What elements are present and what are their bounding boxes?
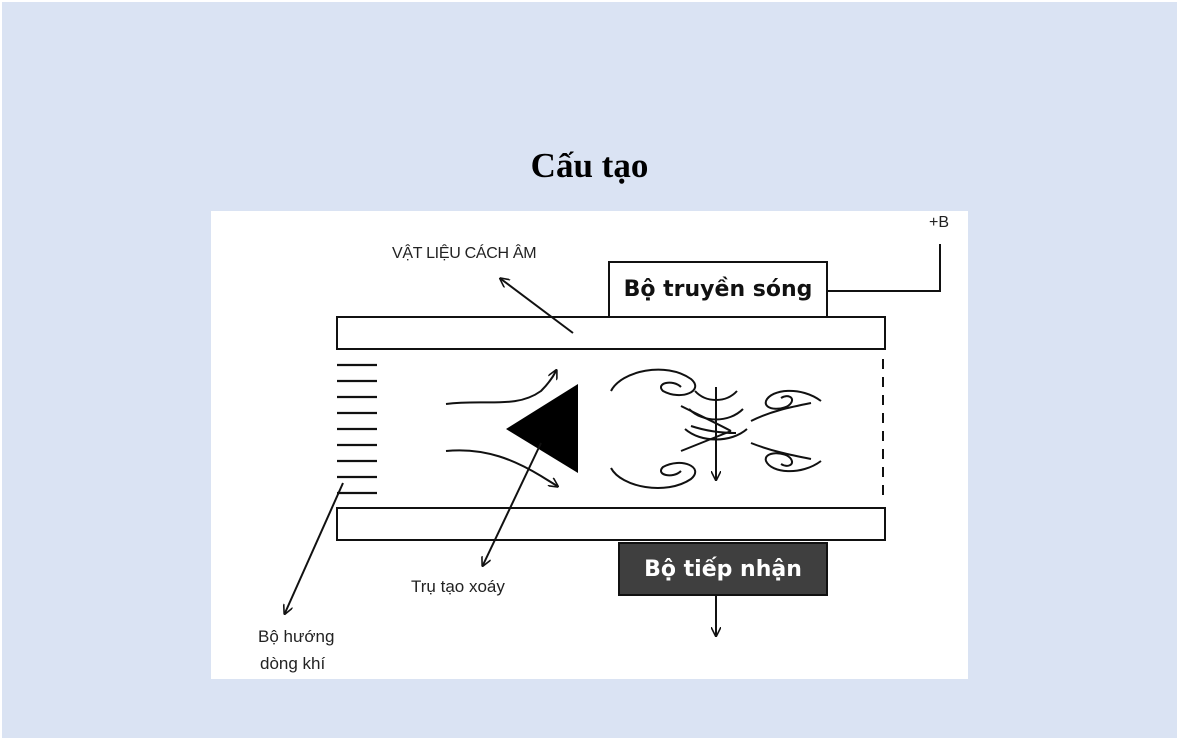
flow-guide-grille: [337, 363, 377, 495]
transmitter-label: Bộ truyền sóng: [623, 277, 813, 302]
vortex-pillar-pointer: [483, 442, 542, 565]
receiver-label: Bộ tiếp nhận: [644, 556, 802, 582]
insulation-pointer: [501, 279, 574, 334]
diagram-drawing: [211, 244, 941, 679]
sensor-diagram: VẬT LIỆU CÁCH ÂM +B Bộ truyền sóng Bộ ti…: [211, 211, 968, 679]
supply-wire: [827, 244, 941, 292]
airflow-lower-arrow: [445, 449, 557, 486]
flow-guide-pointer: [285, 482, 344, 613]
flow-guide-label-line2: dòng khí: [260, 654, 326, 673]
vortex-street: [610, 368, 822, 489]
supply-label: +B: [929, 214, 950, 231]
transmitter-box: [608, 261, 828, 318]
vortex-pillar-triangle: [506, 384, 578, 473]
receiver-box: [618, 542, 828, 596]
airflow-upper-arrow: [445, 371, 556, 405]
vortex-pillar-label: Trụ tạo xoáy: [411, 577, 505, 596]
flow-guide-label-line1: Bộ hướng: [258, 627, 335, 646]
upper-insulation-wall: [336, 316, 886, 350]
sound-wave-lines: [684, 390, 748, 441]
insulation-label: VẬT LIỆU CÁCH ÂM: [392, 245, 537, 262]
lower-insulation-wall: [336, 507, 886, 541]
page-title: Cấu tạo: [530, 146, 649, 185]
